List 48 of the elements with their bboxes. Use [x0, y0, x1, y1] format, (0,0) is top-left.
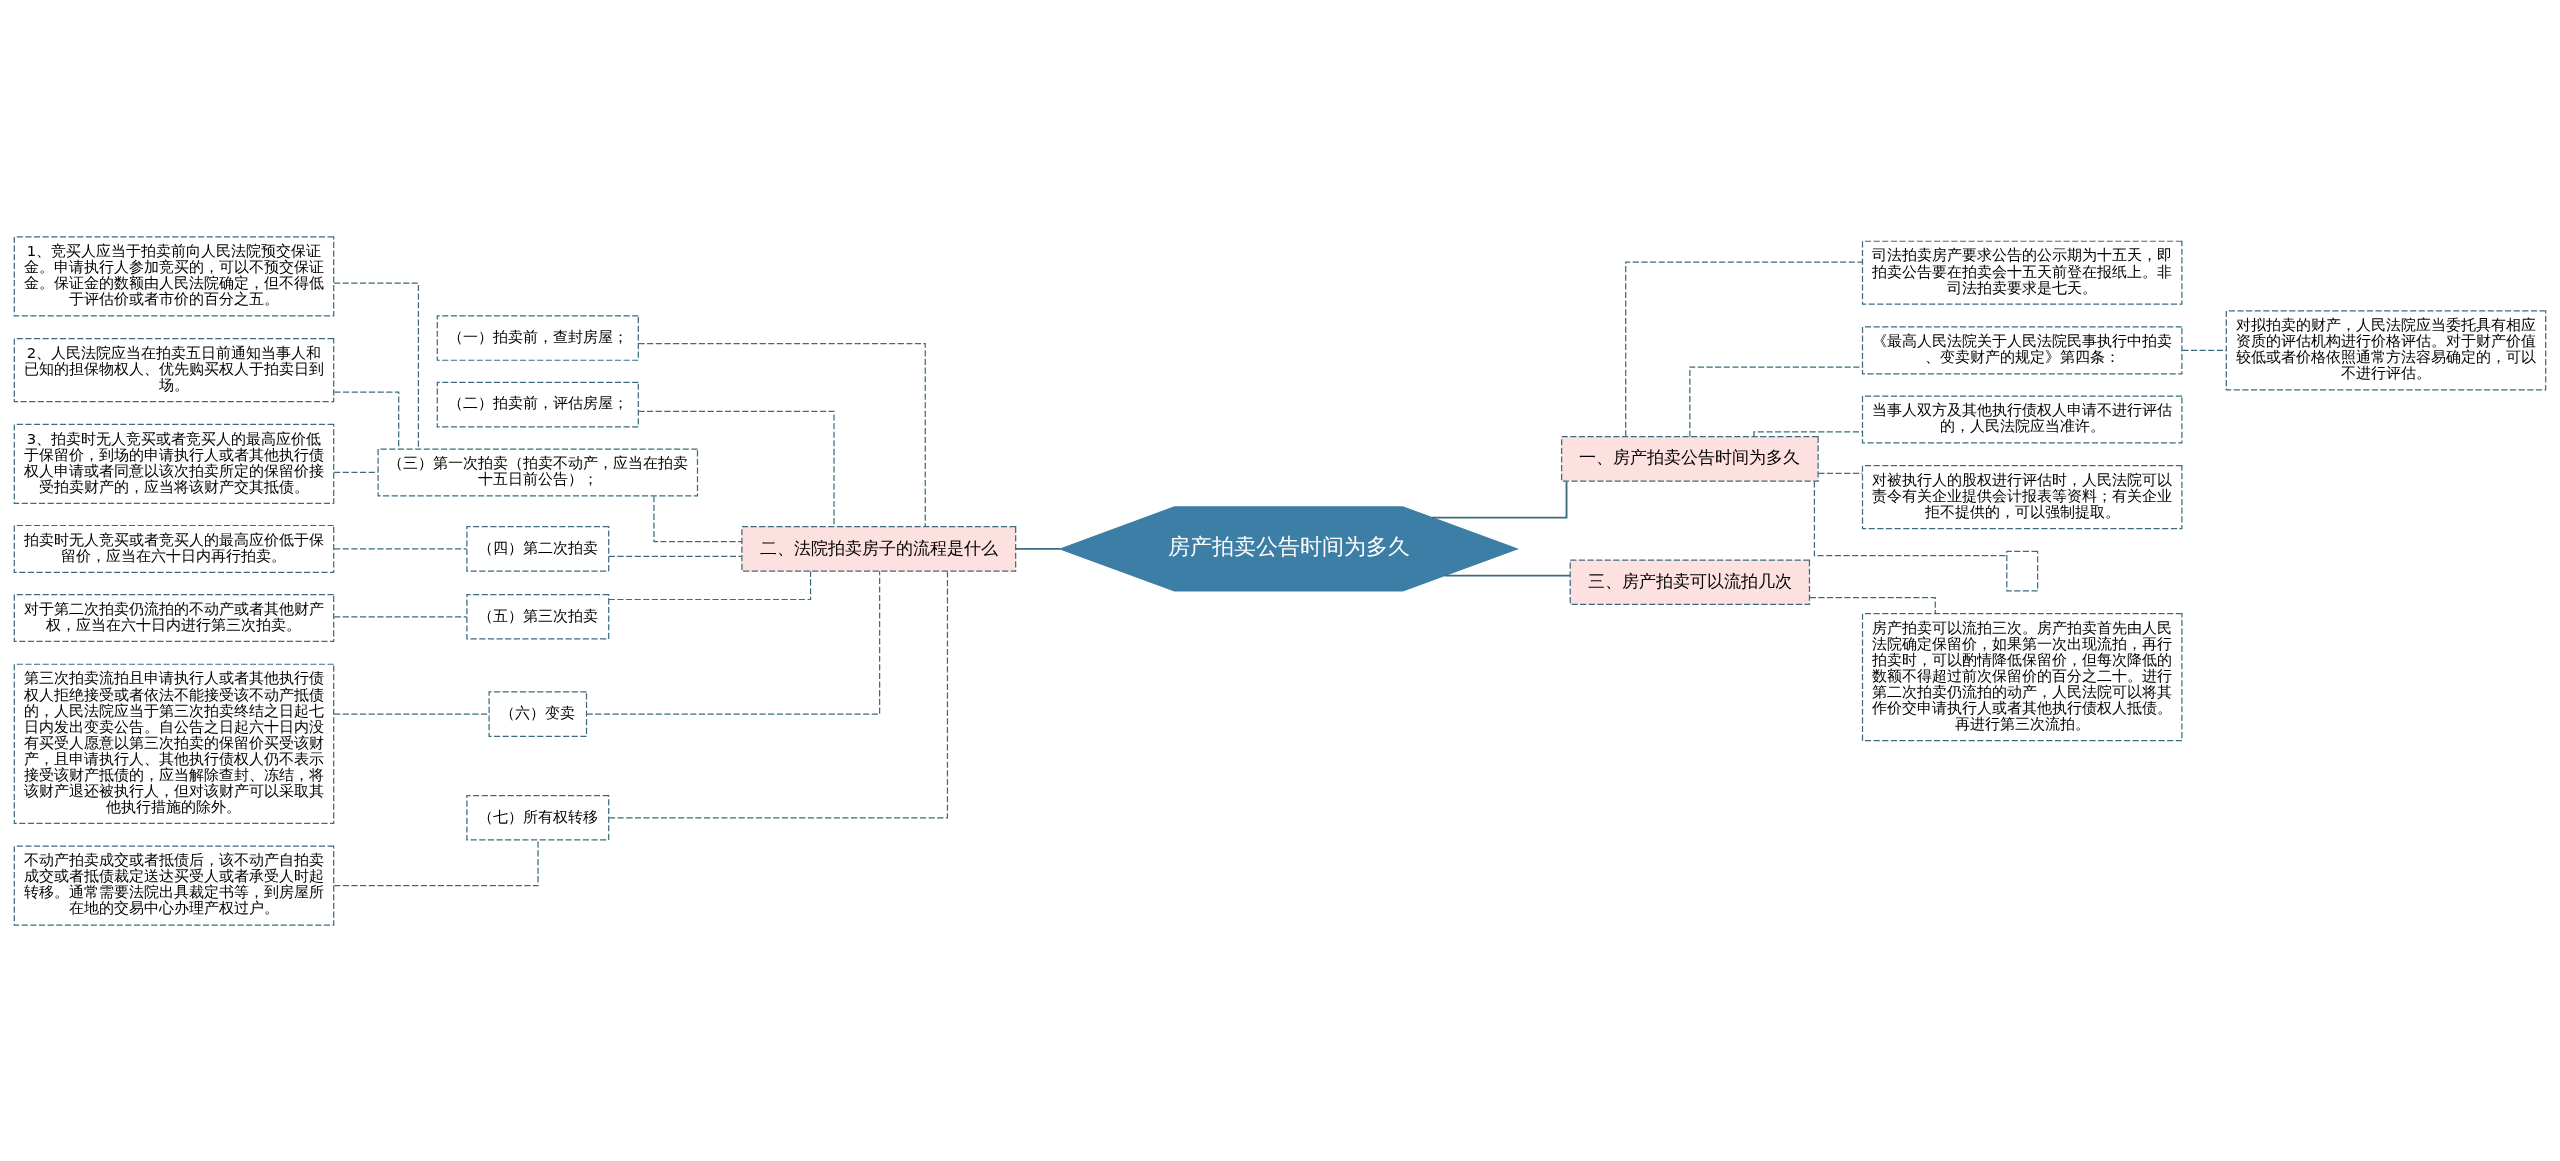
- connector: [1809, 596, 1936, 614]
- connector: [637, 342, 926, 527]
- node-box: 《最高人民法院关于人民法院民事执行中拍卖、变卖财产的规定》第四条：: [1861, 325, 2183, 374]
- connector: [1817, 472, 1863, 474]
- node-box: [2006, 550, 2039, 591]
- node-box: 3、拍卖时无人竞买或者竞买人的最高应价低于保留价，到场的申请执行人或者其他执行债权人申请或者同意以该次拍卖所定的保留价接受拍卖财产的，应当将该财产交其抵债。: [13, 423, 335, 504]
- node-box: 不动产拍卖成交或者抵债后，该不动产自拍卖成交或者抵债裁定送达买受人或者承受人时起转移。通常需要法院出具裁定书等，到房屋所在地的交易中心办理产权过户。: [13, 845, 335, 926]
- node-box: （四）第二次拍卖: [466, 525, 610, 572]
- connector: [653, 495, 743, 542]
- node-box: 对于第二次拍卖仍流拍的不动产或者其他财产权，应当在六十日内进行第三次拍卖。: [13, 593, 335, 642]
- connector: [333, 713, 490, 715]
- connector: [586, 570, 881, 715]
- node-box: （六）变卖: [488, 690, 588, 737]
- connector: [333, 547, 468, 550]
- node-box: （一）拍卖前，查封房屋；: [436, 314, 639, 361]
- node-box: （五）第三次拍卖: [466, 593, 610, 640]
- node-box: 1、竞买人应当于拍卖前向人民法院预交保证金。申请执行人参加竞买的，可以不预交保证金。保证金的数额由人民法院确定，但不得低于评估价或者市价的百分之五。: [13, 235, 335, 316]
- connector: [1753, 430, 1863, 437]
- connector: [1014, 547, 1061, 550]
- node-box: 2、人民法院应当在拍卖五日前通知当事人和已知的担保物权人、优先购买权人于拍卖日到场。: [13, 337, 335, 402]
- node-box: 一、房产拍卖公告时间为多久: [1561, 435, 1819, 482]
- connector: [333, 471, 379, 473]
- connector: [333, 615, 468, 617]
- connector: [1443, 574, 1571, 577]
- node-box: 司法拍卖房产要求公告的公示期为十五天，即拍卖公告要在拍卖会十五天前登在报纸上。非司法拍卖要求是七天。: [1861, 240, 2183, 305]
- connector: [333, 838, 539, 886]
- connector: [1689, 365, 1863, 437]
- node-box: 第三次拍卖流拍且申请执行人或者其他执行债权人拒绝接受或者依法不能接受该不动产抵债的，人民法院应当于第三次拍卖终结之日起七日内发出变卖公告。自公告之日起六十日内没有买受人愿意以第三次拍卖的保留价买受该财产，且申请执行人、其他执行债权人仍不表示接受该财产抵债的，应当解除查封、冻结，将该财产退还被执行人，但对该财产可以采取其他执行措施的除外。: [13, 663, 335, 824]
- connector: [1625, 261, 1863, 437]
- connector: [637, 410, 835, 527]
- connector: [1431, 480, 1568, 519]
- connector: [2181, 349, 2227, 351]
- node-box: 二、法院拍卖房子的流程是什么: [741, 525, 1017, 572]
- node-box: 当事人双方及其他执行债权人申请不进行评估的，人民法院应当准许。: [1861, 394, 2183, 443]
- connector: [333, 390, 400, 449]
- node-box: （三）第一次拍卖（拍卖不动产，应当在拍卖十五日前公告）；: [377, 447, 699, 497]
- node-box: 对拟拍卖的财产，人民法院应当委托具有相应资质的评估机构进行价格评估。对于财产价值较低或者价格依照通常方法容易确定的，可以不进行评估。: [2225, 309, 2547, 390]
- connector: [608, 570, 949, 818]
- connector: [333, 282, 420, 449]
- node-box: 对被执行人的股权进行评估时，人民法院可以责令有关企业提供会计报表等资料；有关企业拒不提供的，可以强制提取。: [1861, 464, 2183, 529]
- node-box: （七）所有权转移: [466, 794, 610, 841]
- node-box: （二）拍卖前，评估房屋；: [436, 381, 639, 427]
- connector: [608, 570, 812, 600]
- connector: [1813, 480, 2008, 556]
- node-box: 拍卖时无人竞买或者竞买人的最高应价低于保留价，应当在六十日内再行拍卖。: [13, 524, 335, 573]
- node-box: 房产拍卖可以流拍三次。房产拍卖首先由人民法院确定保留价，如果第一次出现流拍，再行拍卖时，可以酌情降低保留价，但每次降低的数额不得超过前次保留价的百分之二十。进行第二次拍卖仍流拍的动产，人民法院可以将其作价交申请执行人或者其他执行债权人抵债。再进行第三次流拍。: [1861, 612, 2183, 741]
- connector: [608, 555, 743, 557]
- node-box: 三、房产拍卖可以流拍几次: [1569, 558, 1811, 605]
